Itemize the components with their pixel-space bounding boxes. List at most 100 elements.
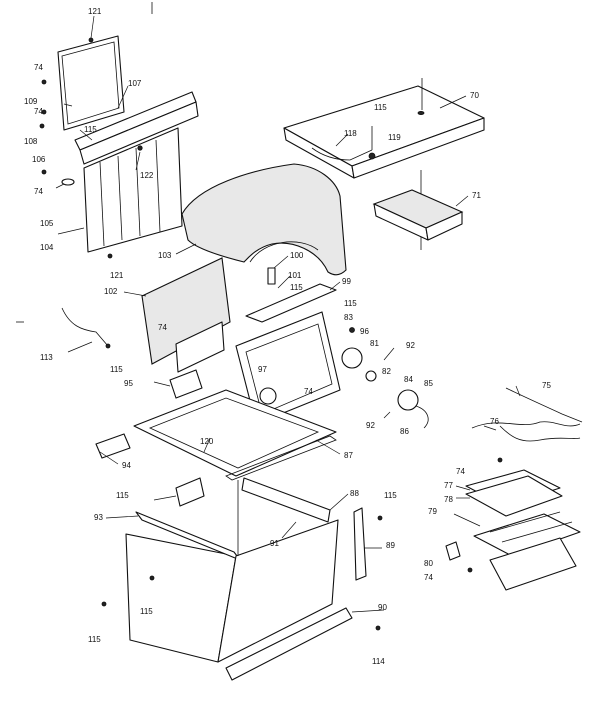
screw-114: [375, 625, 381, 631]
callout-77: 77: [444, 481, 453, 490]
callout-115-c: 115: [290, 283, 303, 292]
callout-74-a: 74: [34, 63, 43, 72]
leader-118: [335, 133, 349, 147]
callout-93: 93: [94, 513, 103, 522]
leader-92b: [383, 411, 391, 419]
leader-87: [315, 439, 341, 455]
leader-113: [67, 341, 93, 353]
bracket-94-right: [175, 477, 205, 507]
cooktop-wire-118: [311, 147, 373, 161]
callout-121-bottom: 121: [110, 271, 124, 280]
screw-115-right: [377, 515, 383, 521]
cooktop-group: [283, 78, 485, 250]
callout-84: 84: [404, 375, 413, 384]
burner-tube-99: [245, 283, 337, 323]
callout-92-b: 92: [366, 421, 375, 430]
callout-74-g: 74: [424, 573, 433, 582]
leader-76: [483, 425, 497, 431]
rear-wall-rib-4: [155, 139, 161, 233]
clip-122: [137, 145, 143, 151]
leader-lines: [55, 15, 521, 613]
callout-82: 82: [382, 367, 391, 376]
leader-109: [63, 103, 73, 107]
rear-wall-rib-2: [117, 155, 123, 241]
screw-74-rack: [467, 567, 473, 573]
callout-106: 106: [32, 155, 46, 164]
switch-119: [368, 152, 376, 160]
callout-105: 105: [40, 219, 54, 228]
callout-85: 85: [424, 379, 433, 388]
leader-77: [455, 485, 471, 491]
oven-front-opening: [245, 323, 333, 415]
leader-100: [273, 255, 289, 269]
callout-80: 80: [424, 559, 433, 568]
leader-105: [55, 183, 65, 189]
side-insulation-102: [141, 257, 231, 365]
callout-107: 107: [128, 79, 142, 88]
callout-92-a: 92: [406, 341, 415, 350]
sensor-100: [267, 267, 276, 285]
leader-99: [329, 281, 341, 291]
bake-element-76: [471, 421, 581, 429]
callout-99: 99: [342, 277, 351, 286]
vent-block-side: [425, 211, 463, 241]
callout-122: 122: [140, 171, 154, 180]
leader-75: [515, 385, 521, 397]
back-cover-plate: [57, 35, 125, 131]
leader-71: [455, 195, 469, 207]
callout-109: 109: [24, 97, 38, 106]
callout-76: 76: [490, 417, 499, 426]
cabinet-group: [101, 477, 383, 681]
callout-74-f: 74: [456, 467, 465, 476]
oven-bottom-group: [95, 369, 337, 507]
rack-wire-1: [489, 511, 561, 533]
leader-104: [57, 227, 85, 235]
cabinet-front-panel: [125, 533, 237, 663]
wire-harness-113: [61, 307, 109, 347]
callouts: 121 74 107 109 74 108 115 106 74 122 105…: [24, 7, 551, 666]
bushing-105: [61, 178, 75, 186]
callout-74-b: 74: [34, 107, 43, 116]
oven-bottom-panel: [133, 389, 337, 477]
callout-119: 119: [388, 133, 401, 142]
callout-83: 83: [344, 313, 353, 322]
back-panel-group: [39, 35, 199, 259]
lamp-84: [365, 370, 377, 382]
broil-pan-78: [465, 475, 563, 517]
cabinet-bottom-floor: [217, 519, 339, 663]
screw-121-top: [88, 37, 94, 43]
rear-top-strip-lip: [79, 101, 199, 165]
screw-74-b: [41, 109, 47, 115]
leader-101: [277, 275, 291, 289]
bake-element-loop: [499, 425, 581, 442]
callout-108: 108: [24, 137, 38, 146]
callout-70: 70: [470, 91, 479, 100]
lamp-socket-83: [349, 327, 355, 333]
callout-115-e: 115: [110, 365, 123, 374]
callout-79: 79: [428, 507, 437, 516]
insulation-arch: [249, 241, 319, 263]
callout-120: 120: [200, 437, 214, 446]
callout-74-d: 74: [158, 323, 167, 332]
wire-harness-end: [105, 343, 111, 349]
callout-95: 95: [124, 379, 133, 388]
rack-wire-2: [501, 521, 573, 543]
callout-115-d: 115: [344, 299, 357, 308]
leader-121a: [90, 15, 95, 39]
callout-115-f: 115: [116, 491, 129, 500]
igniter-97: [259, 387, 277, 405]
oven-rack-80: [489, 537, 577, 591]
callout-115-i: 115: [88, 635, 101, 644]
leader-103: [175, 243, 197, 255]
cooktop-right-edge: [351, 117, 485, 179]
callout-89: 89: [386, 541, 395, 550]
callout-90: 90: [378, 603, 387, 612]
side-insulation-group: [61, 257, 231, 373]
screw-121-bottom: [107, 253, 113, 259]
lamp-cover-85: [397, 389, 419, 411]
callout-86: 86: [400, 427, 409, 436]
bake-element-75: [505, 387, 583, 423]
callout-121-top: 121: [88, 7, 102, 16]
leader-91: [281, 521, 297, 539]
callout-103: 103: [158, 251, 172, 260]
